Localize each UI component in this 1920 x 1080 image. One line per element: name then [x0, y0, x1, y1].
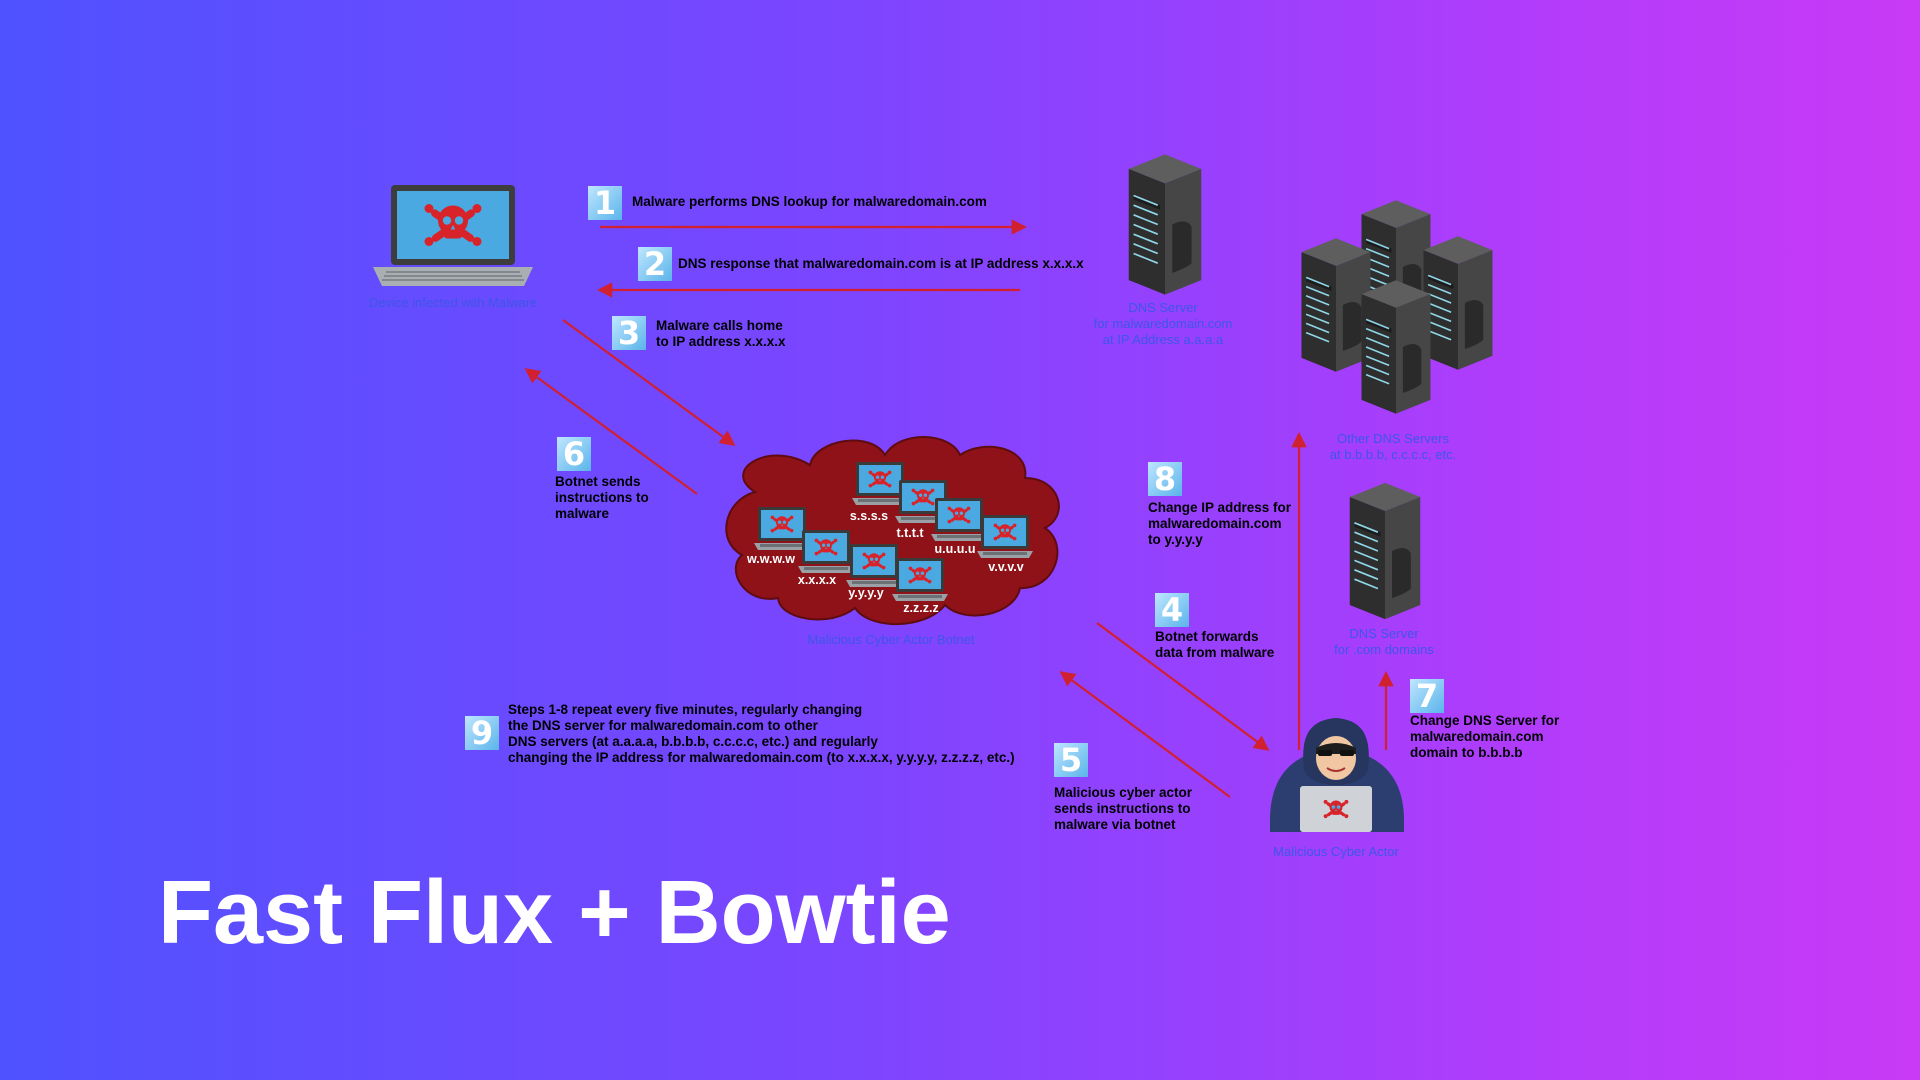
dns-server-tld [1348, 482, 1422, 620]
step-badge-9: 9 [465, 714, 499, 752]
botnet-ip-label: v.v.v.v [988, 560, 1023, 574]
botnet-laptop [977, 515, 1033, 558]
svg-text:7: 7 [1416, 677, 1438, 715]
step-6-text-1: Botnet sends [555, 474, 641, 489]
botnet-laptop [798, 530, 854, 573]
step-badge-2: 2 [638, 245, 672, 283]
svg-text:5: 5 [1060, 741, 1082, 779]
step-badge-3: 3 [612, 314, 646, 352]
step-3-text-1: Malware calls home [656, 318, 783, 333]
botnet-ip-label: z.z.z.z [903, 601, 938, 615]
arrow-step-3 [562, 319, 736, 446]
dns-tld-caption-2: for .com domains [1334, 642, 1434, 657]
botnet-laptop [846, 544, 902, 587]
server-icon [1348, 482, 1422, 620]
svg-text:8: 8 [1154, 460, 1176, 498]
actor-caption: Malicious Cyber Actor [1273, 844, 1399, 859]
other-dns-caption-1: Other DNS Servers [1337, 431, 1449, 446]
step-badge-1: 1 [588, 184, 622, 222]
server-icon [1422, 235, 1494, 371]
cyber-actor [1270, 718, 1404, 832]
svg-text:3: 3 [618, 314, 640, 352]
botnet-laptop [892, 558, 948, 601]
botnet-cloud [725, 436, 1060, 626]
step-8-text-3: to y.y.y.y [1148, 532, 1203, 547]
svg-text:6: 6 [563, 435, 585, 473]
svg-text:9: 9 [471, 714, 493, 752]
step-9-text-4: changing the IP address for malwaredomai… [508, 750, 1015, 765]
botnet-ip-label: s.s.s.s [850, 509, 888, 523]
step-badge-4: 4 [1155, 591, 1189, 629]
dns-main-caption-2: for malwaredomain.com [1094, 316, 1233, 331]
step-5-text-1: Malicious cyber actor [1054, 785, 1193, 800]
dns-server-main [1127, 153, 1203, 296]
step-8-text-2: malwaredomain.com [1148, 516, 1282, 531]
step-8-text-1: Change IP address for [1148, 500, 1292, 515]
step-1-text: Malware performs DNS lookup for malwared… [632, 194, 987, 209]
infected-laptop [373, 185, 533, 286]
step-6-text-3: malware [555, 506, 610, 521]
botnet-ip-label: t.t.t.t [896, 526, 924, 540]
svg-text:4: 4 [1161, 591, 1183, 629]
step-6-text-2: instructions to [555, 490, 649, 505]
step-9-text-3: DNS servers (at a.a.a.a, b.b.b.b, c.c.c.… [508, 734, 878, 749]
arrow-step-4 [1096, 622, 1270, 751]
step-5-text-3: malware via botnet [1054, 817, 1176, 832]
dns-main-caption-3: at IP Address a.a.a.a [1103, 332, 1224, 347]
step-2-text: DNS response that malwaredomain.com is a… [678, 256, 1084, 271]
step-badges: 1 2 3 6 8 4 7 9 5 [465, 184, 1444, 779]
server-icon [1127, 153, 1203, 296]
botnet-ip-label: y.y.y.y [848, 586, 883, 600]
step-3-text-2: to IP address x.x.x.x [656, 334, 786, 349]
botnet-ip-label: u.u.u.u [935, 542, 976, 556]
step-7-text-2: malwaredomain.com [1410, 729, 1544, 744]
step-7-text-1: Change DNS Server for [1410, 713, 1560, 728]
step-badge-7: 7 [1410, 677, 1444, 715]
flow-arrows [524, 219, 1394, 798]
page-title: Fast Flux + Bowtie [158, 863, 951, 963]
step-badge-8: 8 [1148, 460, 1182, 498]
step-badge-6: 6 [557, 435, 591, 473]
step-9-text-1: Steps 1-8 repeat every five minutes, reg… [508, 702, 862, 717]
step-badge-5: 5 [1054, 741, 1088, 779]
botnet-laptop [754, 507, 810, 550]
infected-device-caption: Device infected with Malware [369, 295, 537, 310]
botnet-ip-label: w.w.w.w [746, 552, 795, 566]
step-4-text-2: data from malware [1155, 645, 1275, 660]
botnet-caption: Malicious Cyber Actor Botnet [808, 632, 975, 647]
svg-text:2: 2 [644, 245, 666, 283]
arrow-step-5 [1059, 671, 1231, 798]
step-9-text-2: the DNS server for malwaredomain.com to … [508, 718, 819, 733]
step-descriptions: Malware performs DNS lookup for malwared… [508, 194, 1560, 832]
botnet-laptop [931, 498, 987, 541]
server-icon [1300, 237, 1372, 373]
arrow-step-6 [524, 368, 698, 495]
dns-tld-caption-1: DNS Server [1349, 626, 1419, 641]
botnet-ip-label: x.x.x.x [798, 573, 836, 587]
step-4-text-1: Botnet forwards [1155, 629, 1259, 644]
svg-text:1: 1 [594, 184, 616, 222]
step-7-text-3: domain to b.b.b.b [1410, 745, 1522, 760]
dns-main-caption-1: DNS Server [1128, 300, 1198, 315]
step-5-text-2: sends instructions to [1054, 801, 1191, 816]
other-dns-servers [1300, 199, 1494, 415]
server-icon [1360, 279, 1432, 415]
other-dns-caption-2: at b.b.b.b, c.c.c.c, etc. [1330, 447, 1456, 462]
